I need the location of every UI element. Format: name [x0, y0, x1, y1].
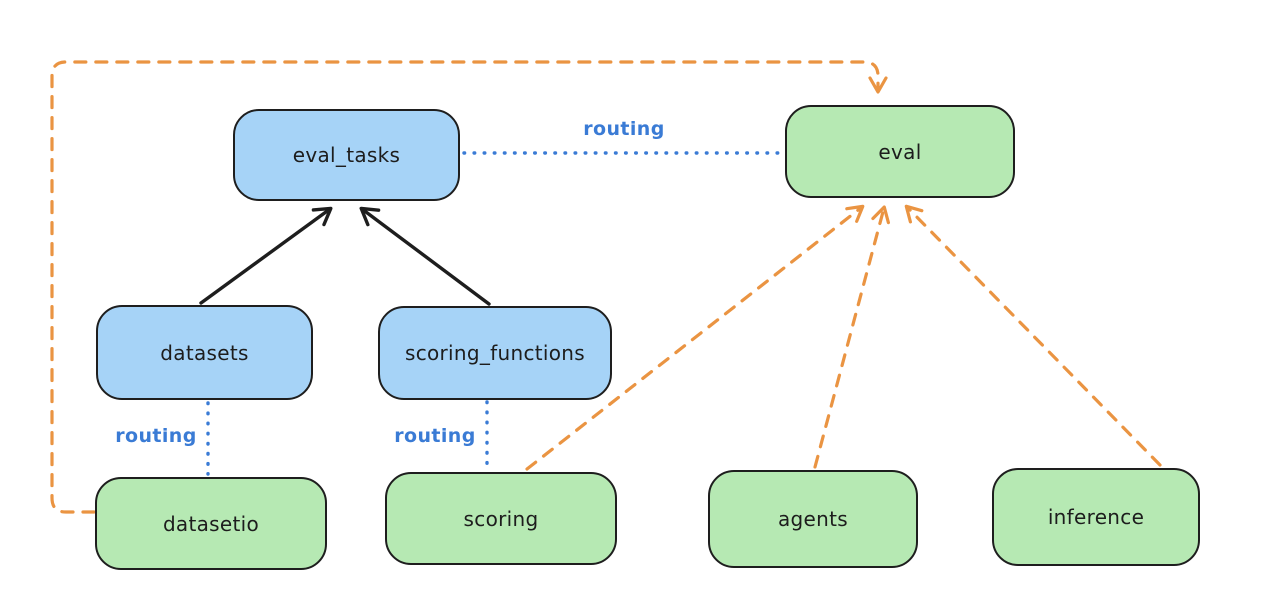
- node-scoring-functions: scoring_functions: [378, 306, 612, 400]
- node-scoring: scoring: [385, 472, 617, 565]
- edge-scoring-to-eval: [525, 204, 865, 471]
- node-scoring-functions-label: scoring_functions: [404, 341, 586, 365]
- node-eval-tasks: eval_tasks: [233, 109, 460, 201]
- node-agents: agents: [708, 470, 918, 568]
- node-scoring-label: scoring: [463, 506, 539, 531]
- node-eval-label: eval: [878, 139, 922, 164]
- node-inference: inference: [992, 468, 1200, 566]
- node-datasets-label: datasets: [160, 340, 249, 365]
- edge-scoring-functions-to-eval-tasks: [359, 206, 491, 306]
- routing-label-datasets-datasetio: routing: [115, 425, 197, 447]
- edge-inference-to-eval: [904, 204, 1162, 467]
- node-inference-label: inference: [1047, 505, 1145, 529]
- edge-datasetio-to-eval: [50, 60, 888, 514]
- node-datasetio: datasetio: [95, 477, 327, 570]
- routing-label-eval-tasks-eval: routing: [583, 118, 665, 140]
- edge-datasets-to-eval-tasks: [199, 206, 333, 305]
- node-datasetio-label: datasetio: [162, 511, 260, 536]
- routing-label-scoring-functions-scoring: routing: [394, 425, 476, 447]
- node-eval-tasks-label: eval_tasks: [292, 143, 401, 167]
- edge-agents-to-eval: [813, 205, 890, 469]
- node-datasets: datasets: [96, 305, 313, 400]
- node-eval: eval: [785, 105, 1015, 198]
- node-agents-label: agents: [778, 507, 848, 531]
